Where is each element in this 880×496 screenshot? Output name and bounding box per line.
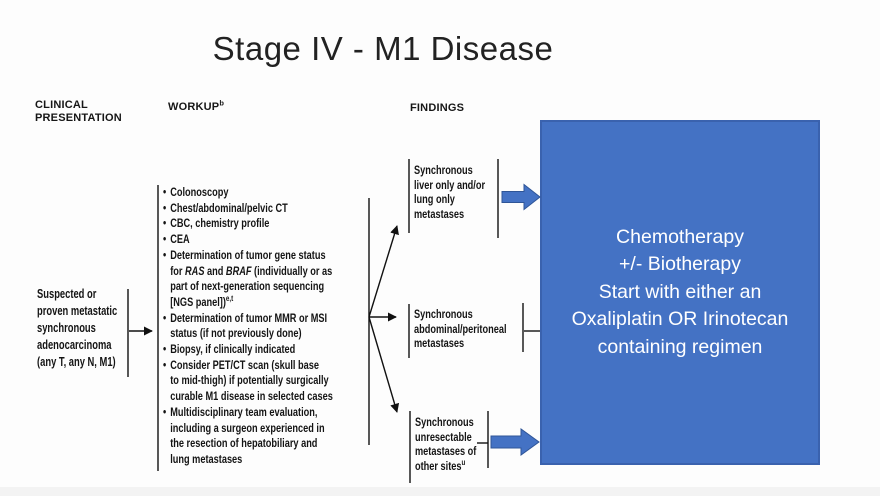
bullet-icon: •: [163, 312, 167, 325]
treatment-box: Chemotherapy +/- Biotherapy Start with e…: [540, 120, 820, 465]
workup-item: • Multidisciplinary team evaluation,incl…: [163, 406, 373, 469]
bullet-icon: •: [163, 249, 167, 262]
workup-item: • Chest/abdominal/pelvic CT: [163, 202, 373, 218]
column-header-workup: WORKUPb: [168, 98, 225, 113]
bullet-icon: •: [163, 359, 167, 372]
workup-item-text: Colonoscopy: [170, 187, 229, 199]
bullet-icon: •: [163, 406, 167, 419]
clinical-presentation-box: Suspected or proven metastatic synchrono…: [37, 287, 118, 369]
workup-item: • Biopsy, if clinically indicated: [163, 343, 373, 359]
workup-item-text: Chest/abdominal/pelvic CT: [170, 202, 288, 215]
fan-line-top-icon: [368, 225, 399, 318]
workup-box: • Colonoscopy • Chest/abdominal/pelvic C…: [163, 186, 373, 469]
treatment-box-text: Chemotherapy +/- Biotherapy Start with e…: [571, 225, 789, 358]
workup-item: • CBC, chemistry profile: [163, 217, 373, 233]
bullet-icon: •: [163, 234, 167, 247]
bottom-edge-strip: [0, 487, 880, 496]
workup-item: • Colonoscopy: [163, 186, 373, 202]
column-header-findings: FINDINGS: [410, 102, 465, 114]
page-title: Stage IV - M1 Disease: [212, 30, 554, 67]
workup-item: • CEA: [163, 233, 373, 249]
workup-item-text: CEA: [170, 234, 190, 247]
bullet-icon: •: [163, 218, 167, 231]
workup-item-text: CBC, chemistry profile: [170, 218, 270, 231]
bullet-icon: •: [163, 202, 167, 215]
workup-item-text: Biopsy, if clinically indicated: [170, 344, 296, 357]
workup-item-text: Multidisciplinary team evaluation,includ…: [170, 406, 325, 466]
bullet-icon: •: [163, 344, 167, 357]
column-header-clinical-presentation: CLINICAL PRESENTATION: [35, 99, 122, 124]
fan-line-bottom-icon: [368, 316, 400, 413]
bullet-icon: •: [163, 187, 167, 199]
